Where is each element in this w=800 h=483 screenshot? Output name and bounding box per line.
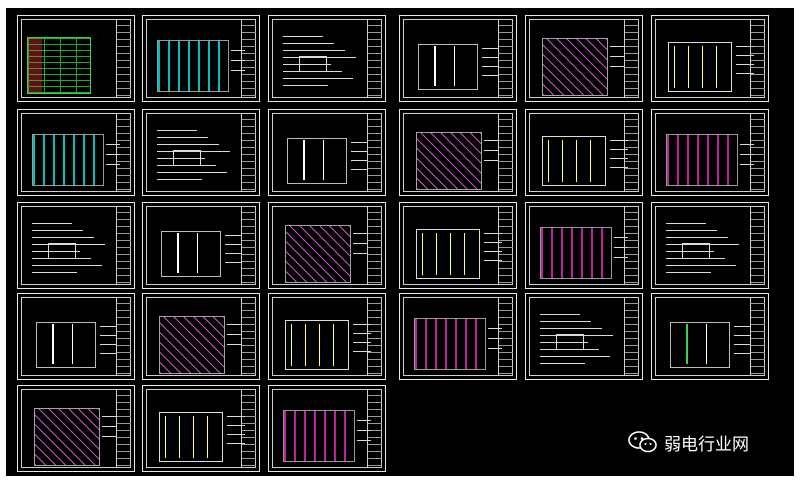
drawing-sheet-thumbnail: [399, 15, 517, 102]
drawing-sheet-thumbnail: [268, 385, 386, 472]
drawing-sheet-thumbnail: [268, 202, 386, 289]
drawing-sheet-thumbnail: [525, 15, 643, 102]
drawing-sheet-thumbnail: [142, 385, 260, 472]
drawing-sheet-thumbnail: [17, 109, 135, 196]
cad-drawing-canvas: [6, 8, 794, 476]
watermark-text: 弱电行业网: [664, 434, 749, 455]
drawing-sheet-thumbnail: [142, 293, 260, 380]
drawing-sheet-thumbnail: [17, 385, 135, 472]
drawing-sheet-thumbnail: [525, 293, 643, 380]
drawing-sheet-thumbnail: [651, 293, 769, 380]
drawing-sheet-thumbnail: [17, 202, 135, 289]
drawing-sheet-thumbnail: [268, 293, 386, 380]
wechat-icon: [628, 431, 657, 453]
drawing-sheet-thumbnail: [525, 109, 643, 196]
drawing-sheet-thumbnail: [651, 15, 769, 102]
drawing-sheet-thumbnail: [399, 202, 517, 289]
drawing-sheet-thumbnail: [651, 202, 769, 289]
drawing-sheet-thumbnail: [268, 109, 386, 196]
drawing-sheet-thumbnail: [651, 109, 769, 196]
drawing-sheet-thumbnail: [17, 293, 135, 380]
drawing-sheet-thumbnail: [268, 15, 386, 102]
drawing-sheet-thumbnail: [399, 109, 517, 196]
drawing-sheet-thumbnail: [142, 15, 260, 102]
watermark: 弱电行业网: [628, 429, 749, 455]
drawing-sheet-thumbnail: [399, 293, 517, 380]
drawing-sheet-thumbnail: [142, 202, 260, 289]
drawing-sheet-thumbnail: [142, 109, 260, 196]
drawing-sheet-thumbnail: [17, 15, 135, 102]
drawing-sheet-thumbnail: [525, 202, 643, 289]
